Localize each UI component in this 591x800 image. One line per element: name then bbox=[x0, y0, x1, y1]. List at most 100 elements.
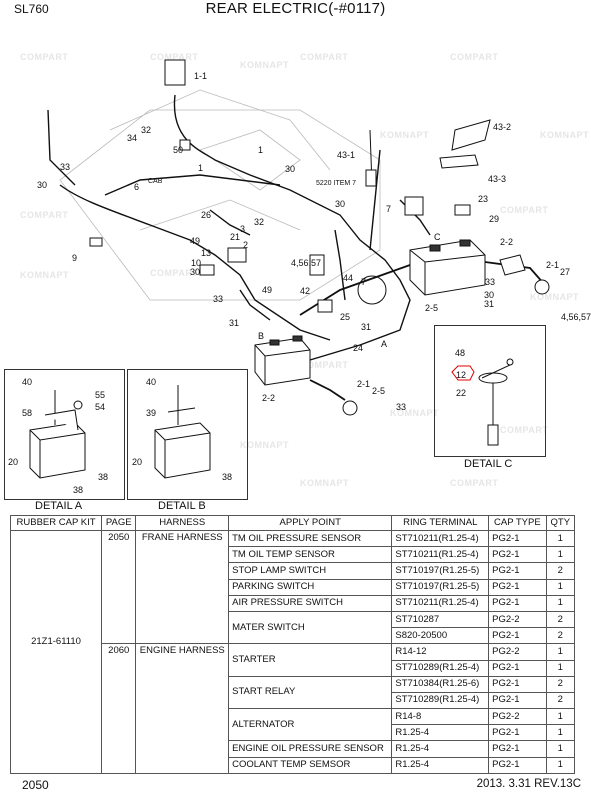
apply-point-cell: PARKING SWITCH bbox=[228, 578, 393, 596]
ring-terminal-cell: ST710197(R1.25-5) bbox=[391, 578, 490, 596]
apply-point-cell: START RELAY bbox=[228, 675, 393, 710]
qty-cell: 1 bbox=[545, 756, 576, 774]
page-cell: 2050 bbox=[101, 529, 137, 645]
callout: 55 bbox=[95, 390, 105, 400]
callout: 32 bbox=[141, 125, 151, 135]
battery-cable-lines bbox=[299, 261, 546, 401]
cap-type-cell: PG2-1 bbox=[488, 529, 547, 548]
ring-terminal-cell: R14-8 bbox=[391, 708, 490, 726]
column-header: APPLY POINT bbox=[228, 515, 393, 531]
ring-terminal-cell: S820-20500 bbox=[391, 627, 490, 645]
watermark-text: KOMNAPT bbox=[240, 440, 289, 450]
callout: 43-2 bbox=[493, 122, 511, 132]
qty-cell: 2 bbox=[545, 691, 576, 710]
watermark-text: KOMNAPT bbox=[380, 130, 429, 140]
callout: 30 bbox=[285, 164, 295, 174]
table-header-row: RUBBER CAP KIT PAGE HARNESS APPLY POINT … bbox=[9, 515, 576, 531]
detail-a-drawing bbox=[29, 390, 86, 479]
model-code: SL760 bbox=[14, 2, 49, 16]
table-row: AIR PRESSURE SWITCH ST710211(R1.25-4) PG… bbox=[11, 594, 576, 612]
cap-type-cell: PG2-1 bbox=[488, 675, 547, 693]
qty-cell: 1 bbox=[545, 594, 576, 612]
apply-point-cell: COOLANT TEMP SEMSOR bbox=[228, 756, 393, 774]
harness-cell: ENGINE HARNESS bbox=[135, 643, 230, 774]
ring-terminal-cell: R14-12 bbox=[391, 643, 490, 661]
detail-b-frame bbox=[127, 369, 248, 500]
callout: 40 bbox=[146, 377, 156, 387]
column-header: QTY bbox=[545, 515, 576, 531]
callout: 3 bbox=[240, 224, 245, 234]
watermark-text: KOMNAPT bbox=[530, 292, 579, 302]
revision-date: 2013. 3.31 REV.13C bbox=[476, 778, 581, 790]
callout: 2-2 bbox=[500, 237, 513, 247]
callout: 27 bbox=[560, 267, 570, 277]
callout: 6 bbox=[134, 182, 139, 192]
callout: 54 bbox=[95, 402, 105, 412]
qty-cell: 2 bbox=[545, 627, 576, 645]
detail-a-caption: DETAIL A bbox=[35, 500, 83, 512]
callout: 30 bbox=[484, 290, 494, 300]
apply-point-cell: AIR PRESSURE SWITCH bbox=[228, 594, 393, 612]
apply-point-cell: TM OIL PRESSURE SENSOR bbox=[228, 529, 393, 548]
main-harness bbox=[47, 94, 431, 376]
qty-cell: 1 bbox=[545, 708, 576, 726]
callout: 23 bbox=[478, 194, 488, 204]
watermark-text: COMPART bbox=[450, 52, 499, 62]
callout: 2-5 bbox=[425, 303, 438, 313]
cap-type-cell: PG2-1 bbox=[488, 627, 547, 645]
callout: 25 bbox=[340, 312, 350, 322]
detail-b-caption: DETAIL B bbox=[158, 500, 206, 512]
callout: 33 bbox=[60, 162, 70, 172]
column-header: RUBBER CAP KIT bbox=[9, 515, 103, 531]
callout: 30 bbox=[37, 180, 47, 190]
callout: 10 bbox=[191, 258, 201, 268]
table-row: TM OIL TEMP SENSOR ST710211(R1.25-4) PG2… bbox=[11, 546, 576, 564]
callout-labels: 1-1 1 34 32 50 6 CAB 33 30 30 1 30 7 43-… bbox=[37, 71, 591, 412]
callout: 43-1 bbox=[337, 150, 355, 160]
cap-type-cell: PG2-1 bbox=[488, 594, 547, 612]
callout: 7 bbox=[361, 277, 366, 287]
ring-terminal-cell: R1.25-4 bbox=[391, 724, 490, 742]
callout: 58 bbox=[22, 408, 32, 418]
watermark-text: KOMNAPT bbox=[300, 478, 349, 488]
kit-number-cell: 21Z1-61110 bbox=[9, 530, 103, 774]
apply-point-cell: ENGINE OIL PRESSURE SENSOR bbox=[228, 740, 393, 758]
ring-terminal-cell: ST710384(R1.25-6) bbox=[391, 675, 490, 693]
callout: A bbox=[381, 339, 387, 349]
callout: 33 bbox=[213, 294, 223, 304]
watermark-text: COMPART bbox=[20, 210, 69, 220]
callout: 30 bbox=[335, 199, 345, 209]
detail-b-drawing bbox=[154, 385, 211, 479]
ring-terminal-cell: R1.25-4 bbox=[391, 756, 490, 774]
callout: 39 bbox=[146, 408, 156, 418]
callout: C bbox=[434, 232, 441, 242]
wiring-diagram: 1-1 1 34 32 50 6 CAB 33 30 30 1 30 7 43-… bbox=[8, 59, 591, 495]
callout: 2-1 bbox=[546, 260, 559, 270]
detail-c-caption: DETAIL C bbox=[464, 458, 513, 470]
watermark-text: KOMNAPT bbox=[390, 408, 439, 418]
callout: 31 bbox=[484, 299, 494, 309]
page-cell: 2060 bbox=[101, 643, 137, 774]
cap-type-cell: PG2-2 bbox=[488, 643, 547, 661]
qty-cell: 1 bbox=[545, 643, 576, 661]
qty-cell: 1 bbox=[545, 659, 576, 677]
ring-terminal-cell: ST710211(R1.25-4) bbox=[391, 546, 490, 564]
callout: 12 bbox=[456, 370, 466, 380]
qty-cell: 1 bbox=[545, 724, 576, 742]
callout: 2-1 bbox=[357, 379, 370, 389]
cap-type-cell: PG2-2 bbox=[488, 708, 547, 726]
callout: 42 bbox=[300, 286, 310, 296]
watermark-text: COMPART bbox=[300, 360, 349, 370]
callout: 48 bbox=[455, 348, 465, 358]
ring-terminal-cell: R1.25-4 bbox=[391, 740, 490, 758]
callout: 1-1 bbox=[194, 71, 207, 81]
ring-terminal-cell: ST710289(R1.25-4) bbox=[391, 659, 490, 677]
table-row: ST710289(R1.25-4) PG2-1 1 bbox=[11, 659, 576, 677]
qty-cell: 1 bbox=[545, 529, 576, 548]
detail-a-frame bbox=[4, 369, 125, 500]
apply-point-cell: ALTERNATOR bbox=[228, 708, 393, 742]
callout: 43-3 bbox=[488, 174, 506, 184]
detail-c-drawing bbox=[478, 358, 514, 446]
column-header: HARNESS bbox=[135, 515, 230, 531]
callout: 7 bbox=[386, 204, 391, 214]
